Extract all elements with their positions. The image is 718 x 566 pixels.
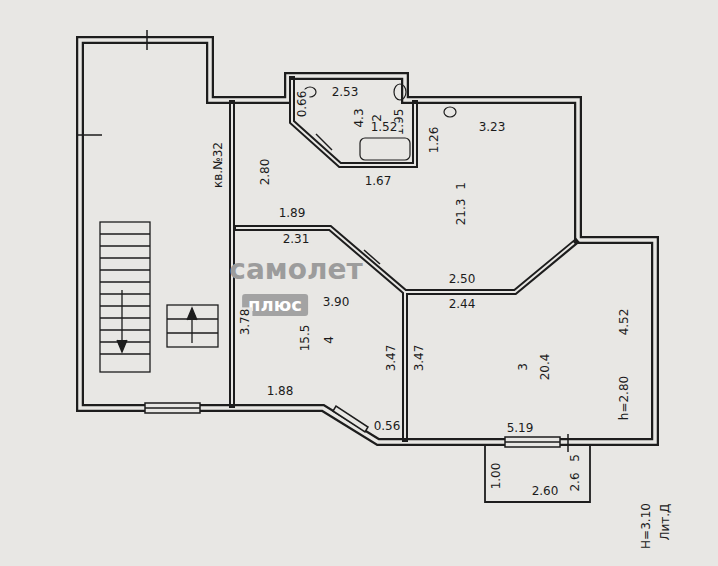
plan-label: 2.50: [448, 273, 477, 286]
plan-label: 4.52: [618, 308, 631, 337]
arrow-head: [187, 308, 197, 320]
plan-label: 5.19: [506, 422, 535, 435]
toilet-symbol: [394, 84, 406, 100]
outer-wall: [80, 40, 655, 442]
plan-label: 3.47: [385, 344, 398, 373]
plan-label: 2.31: [282, 233, 311, 246]
bathtub-symbol: [360, 138, 410, 160]
stair-flight: [100, 222, 150, 372]
balcony-outline: [485, 446, 590, 502]
plan-label: 4.3: [353, 107, 366, 128]
plan-label: h=2.80: [618, 375, 631, 421]
plan-label: 4: [323, 335, 336, 345]
plan-label: 3.78: [239, 308, 252, 337]
plan-label: 15.5: [299, 324, 312, 353]
plan-label: 3.47: [413, 344, 426, 373]
plan-label: 2.6: [569, 471, 582, 492]
plan-label: Н=3.10: [640, 502, 653, 550]
plan-label: 5: [569, 453, 582, 463]
stair-flight: [167, 305, 218, 347]
door-tick: [78, 134, 102, 136]
window-pane: [505, 441, 560, 443]
arrow-head: [117, 340, 127, 352]
plan-label: 2.60: [531, 485, 560, 498]
plan-label: 3.23: [478, 121, 507, 134]
plan-label: 20.4: [539, 353, 552, 382]
plan-label: 1.52: [370, 121, 399, 134]
watermark: самолет: [228, 255, 363, 286]
plan-label: 1.89: [278, 207, 307, 220]
plan-label: 3: [517, 362, 530, 372]
plan-label: 1.00: [490, 462, 503, 491]
plan-label: 21.3: [455, 198, 468, 227]
plan-label: 1.88: [266, 385, 295, 398]
door-tick: [146, 30, 148, 50]
plan-label: 1.67: [364, 175, 393, 188]
balcony: [485, 446, 590, 502]
window: [145, 403, 200, 413]
sink-symbol: [444, 107, 456, 117]
door-tick: [364, 250, 380, 264]
plan-label: 1.26: [428, 126, 441, 155]
door-tick: [567, 434, 569, 452]
outer-wall-inner: [80, 40, 655, 442]
window: [333, 406, 368, 432]
window-pane: [145, 407, 200, 409]
plan-label: 0.66: [296, 90, 309, 119]
plan-label: Лит.Д: [659, 502, 672, 541]
walls: [80, 40, 655, 442]
plan-label: 2.53: [331, 86, 360, 99]
door-marks: [78, 30, 568, 452]
fixtures: [304, 84, 456, 160]
plan-label: кв.№32: [212, 141, 225, 189]
stairs: [100, 222, 218, 372]
windows: [145, 403, 560, 447]
plan-label: 0.56: [373, 420, 402, 433]
plan-label: 2.80: [259, 158, 272, 187]
window: [505, 437, 560, 447]
plan-label: 2.44: [448, 298, 477, 311]
plan-label: 1: [455, 181, 468, 191]
door-tick: [316, 134, 332, 150]
plan-label: 3.90: [322, 296, 351, 309]
stair-steps: [100, 234, 150, 354]
